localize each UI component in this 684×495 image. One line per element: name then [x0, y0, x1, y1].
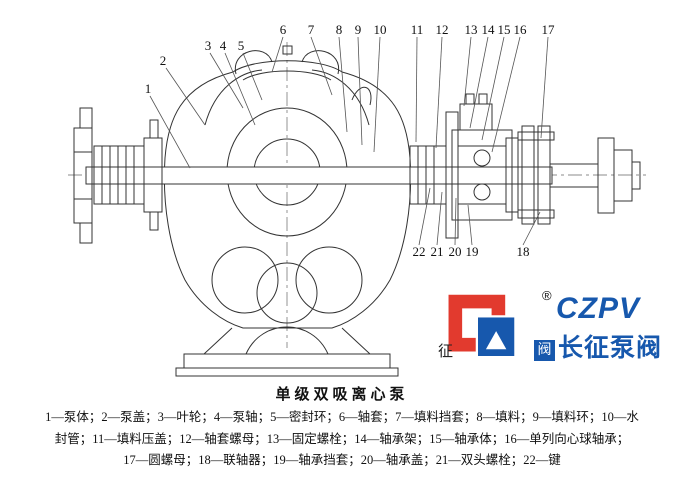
- pump-casing: [163, 45, 412, 329]
- callout-13: 13: [464, 22, 478, 37]
- callout-4: 4: [219, 38, 227, 53]
- brand-logo-mark-icon: [448, 294, 515, 356]
- figure-title: 单级双吸离心泵: [275, 387, 409, 403]
- callout-18: 18: [516, 244, 530, 259]
- pump-cross-section-area: 1 2 3 4 5 6 7 8 9 10 11 12 13 14 15 16 1…: [68, 22, 676, 377]
- pump-base: [175, 326, 399, 377]
- parts-legend: 1—泵体；2—泵盖；3—叶轮；4—泵轴；5—密封环；6—轴套；7—填料挡套；8—…: [0, 407, 684, 472]
- legend-line-1: 1—泵体；2—泵盖；3—叶轮；4—泵轴；5—密封环；6—轴套；7—填料挡套；8—…: [45, 410, 639, 424]
- legend-line-2: 封管；11—填料压盖；12—轴套螺母；13—固定螺栓；14—轴承架；15—轴承体…: [54, 431, 630, 446]
- left-packing-assembly: [73, 107, 163, 244]
- callout-6: 6: [279, 22, 287, 37]
- callout-5: 5: [237, 38, 245, 53]
- callout-22: 22: [412, 244, 426, 259]
- bearing-assembly: [445, 93, 519, 239]
- callout-17: 17: [541, 22, 555, 37]
- callout-20: 20: [448, 244, 462, 259]
- callout-15: 15: [497, 22, 511, 37]
- callout-21: 21: [430, 244, 444, 259]
- callout-7: 7: [307, 22, 315, 37]
- legend-line-3: 17—圆螺母；18—联轴器；19—轴承挡套；20—轴承盖；21—双头螺栓；22—…: [123, 453, 561, 467]
- watermark-char-right: 阀: [534, 340, 555, 361]
- brand-logo: ® CZPV 长征泵阀 征 阀: [436, 288, 676, 374]
- pump-shaft: [85, 166, 553, 185]
- callout-12: 12: [435, 22, 449, 37]
- callout-8: 8: [335, 22, 343, 37]
- registered-trademark-symbol: ®: [542, 288, 552, 303]
- leader-lines: [149, 36, 549, 246]
- pump-cross-section-drawing: [68, 36, 646, 377]
- callout-16: 16: [513, 22, 527, 37]
- coupling: [517, 125, 641, 225]
- callout-19: 19: [465, 244, 479, 259]
- callout-11: 11: [410, 22, 424, 37]
- brand-name-latin: CZPV: [556, 292, 641, 325]
- callout-14: 14: [481, 22, 495, 37]
- callout-10: 10: [373, 22, 387, 37]
- callout-1: 1: [144, 81, 152, 96]
- callout-9: 9: [354, 22, 362, 37]
- callout-3: 3: [204, 38, 212, 53]
- callout-2: 2: [159, 53, 167, 68]
- watermark-char-left: 征: [438, 344, 454, 360]
- brand-name-chinese: 长征泵阀: [558, 335, 663, 362]
